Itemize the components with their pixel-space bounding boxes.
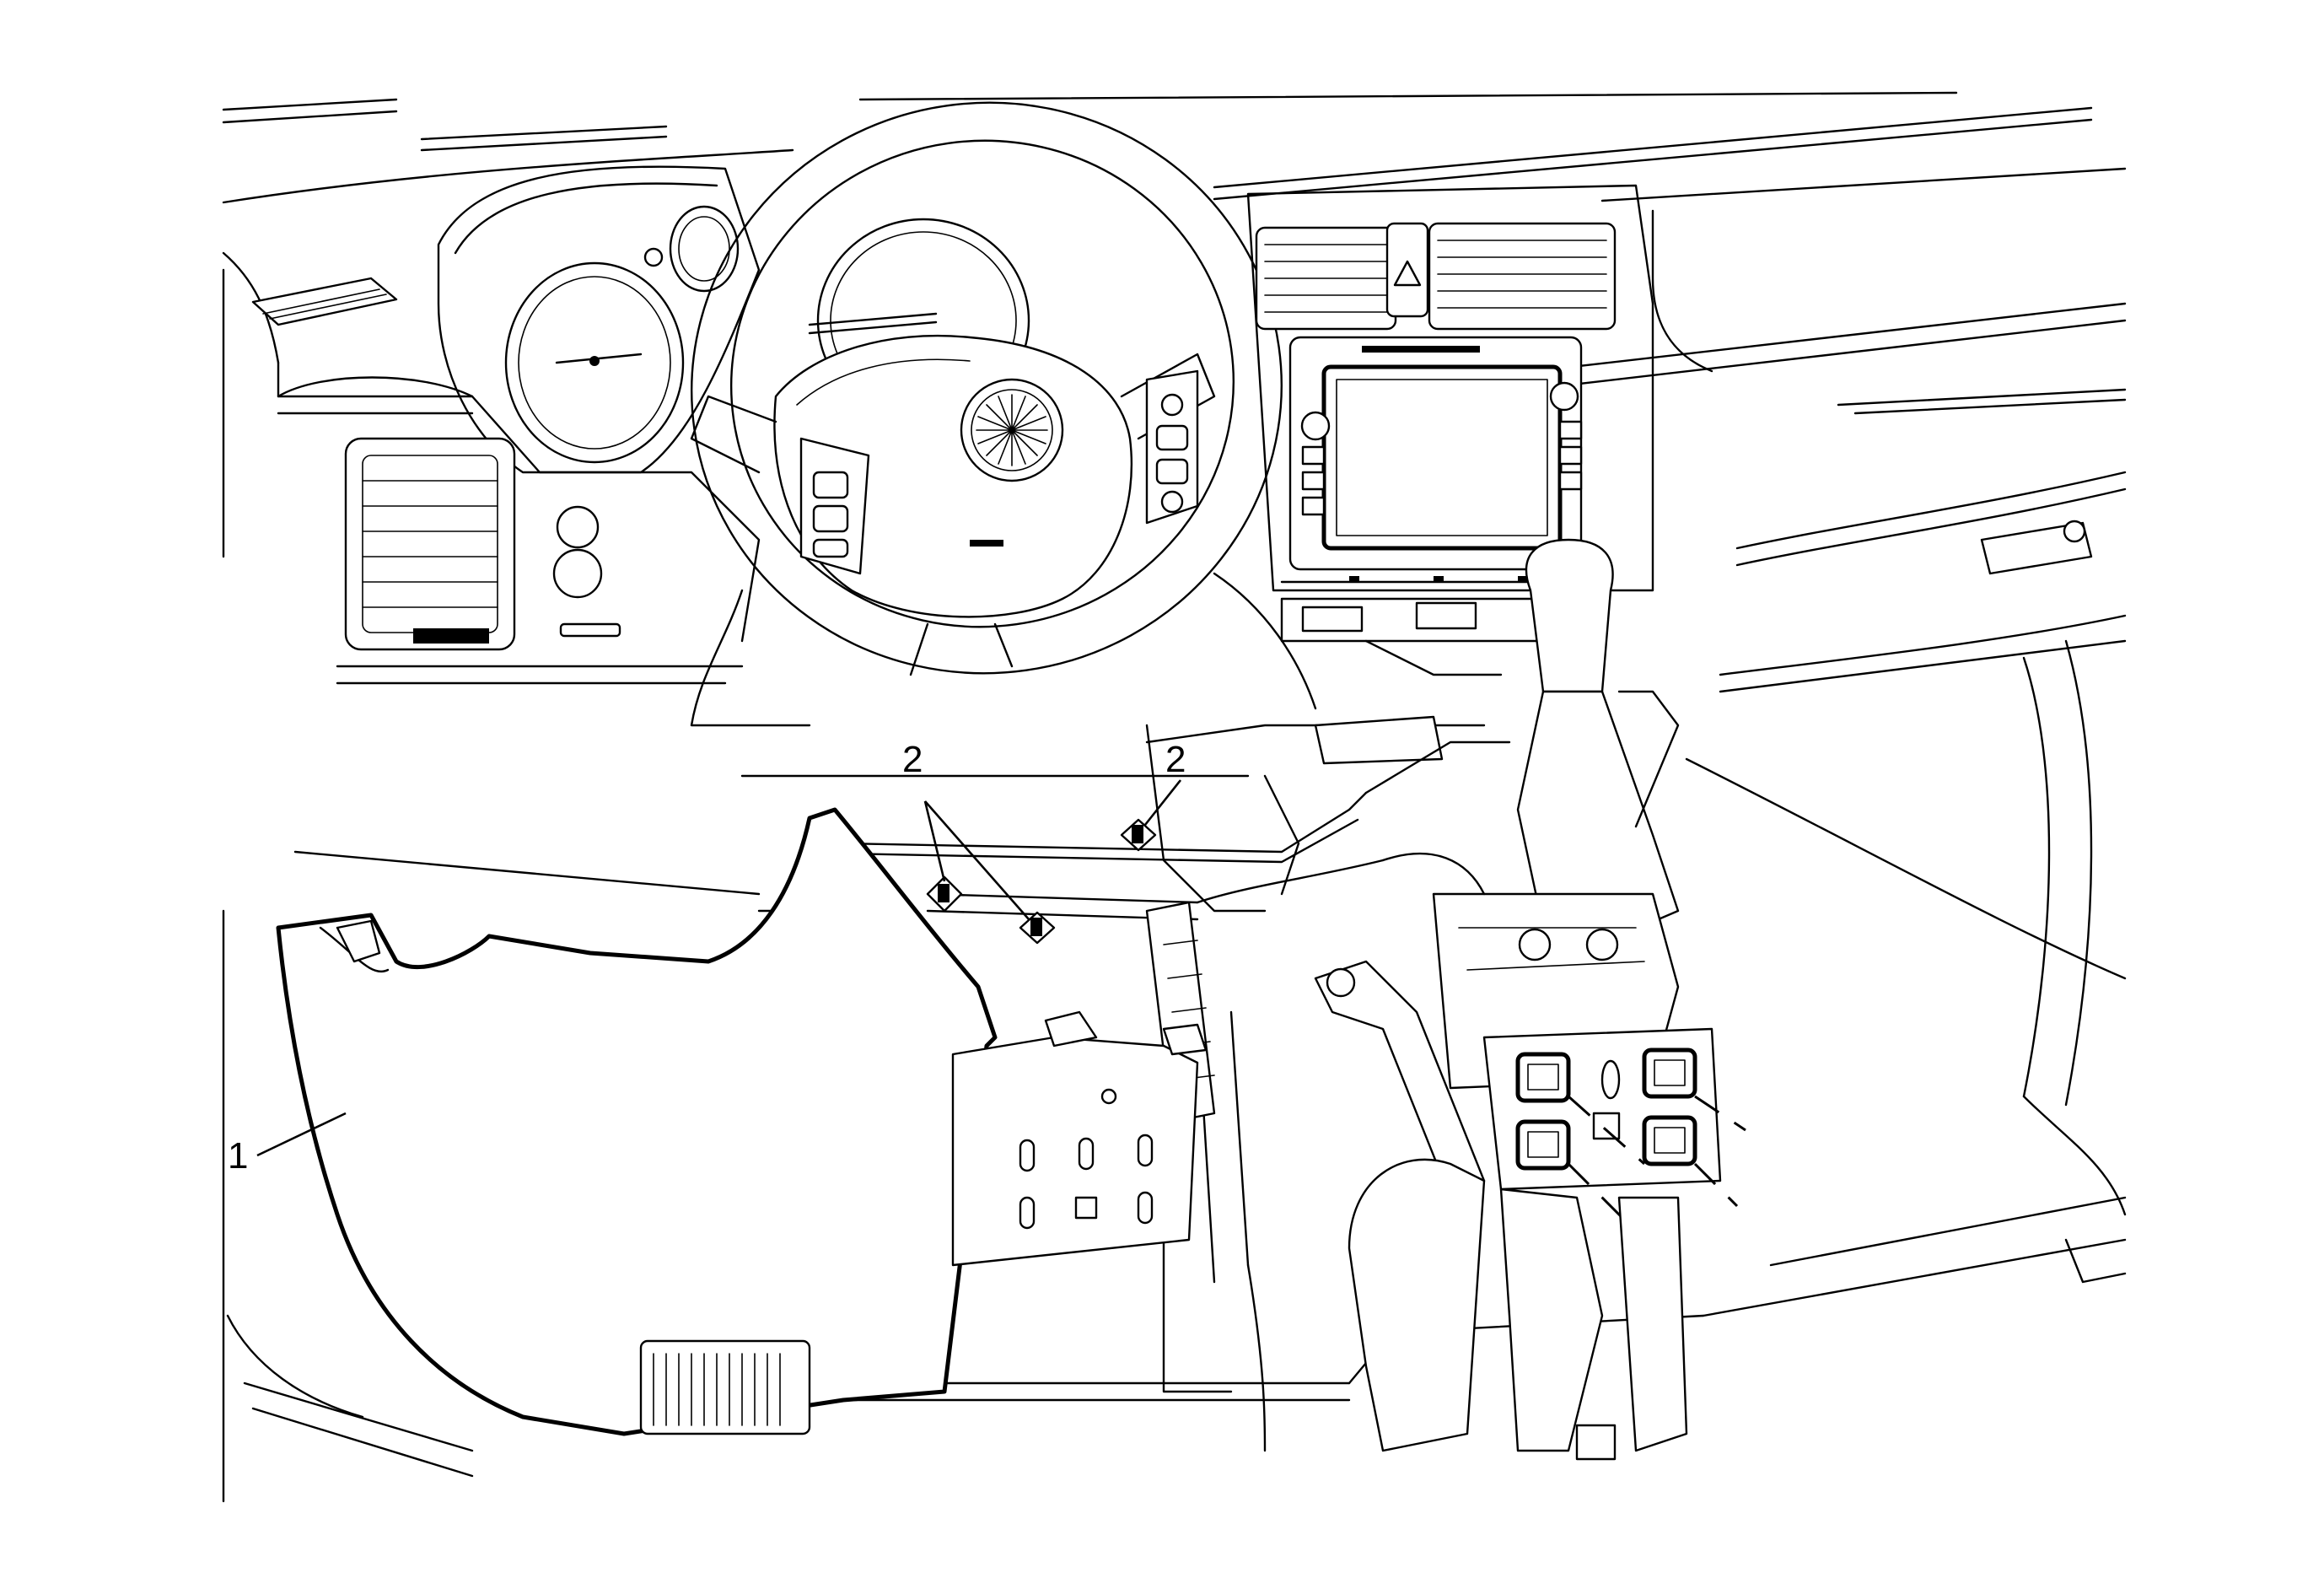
center-right-vent xyxy=(1428,222,1617,331)
callout-label-1: 1 xyxy=(228,1135,248,1177)
callout-label-2-right: 2 xyxy=(1165,739,1186,780)
connector-4 xyxy=(1642,1115,1697,1166)
radio-unit xyxy=(1288,336,1583,571)
callout-label-2-left: 2 xyxy=(902,739,923,780)
harness-clip-3 xyxy=(1120,818,1157,852)
glove-box-handle xyxy=(1980,521,2093,575)
lower-support-brackets xyxy=(1162,960,1688,1461)
headlamp-switch xyxy=(556,505,600,549)
shift-knob xyxy=(1525,538,1614,693)
harness-clip-2 xyxy=(1019,911,1056,945)
center-stack xyxy=(1246,184,1654,676)
left-instrument-panel xyxy=(277,376,761,685)
fuel-gauge xyxy=(669,205,740,293)
connector-2 xyxy=(1642,1048,1697,1099)
hazard-triangle-icon xyxy=(1385,222,1429,318)
connector-1 xyxy=(1515,1052,1571,1103)
electrical-connector-bracket xyxy=(1482,1027,1746,1225)
knee-bolster-panel xyxy=(276,807,998,1436)
wiring-harness xyxy=(842,741,1511,921)
left-side-vent xyxy=(251,277,398,326)
harness-clip-1 xyxy=(926,875,963,913)
callout-2-right: 2 xyxy=(1143,739,1186,826)
callout-1: 1 xyxy=(228,1112,347,1177)
left-air-vent xyxy=(344,437,516,651)
knee-bolster-bracket xyxy=(951,1010,1208,1267)
instrument-cluster xyxy=(437,165,992,474)
starburst-emblem-icon xyxy=(960,378,1064,482)
upper-dash-panel xyxy=(222,91,2127,558)
right-instrument-panel xyxy=(1685,471,2127,1317)
callout-2-left: 2 xyxy=(902,739,1030,920)
connector-3 xyxy=(1515,1119,1571,1171)
steering-wheel xyxy=(690,101,1317,727)
